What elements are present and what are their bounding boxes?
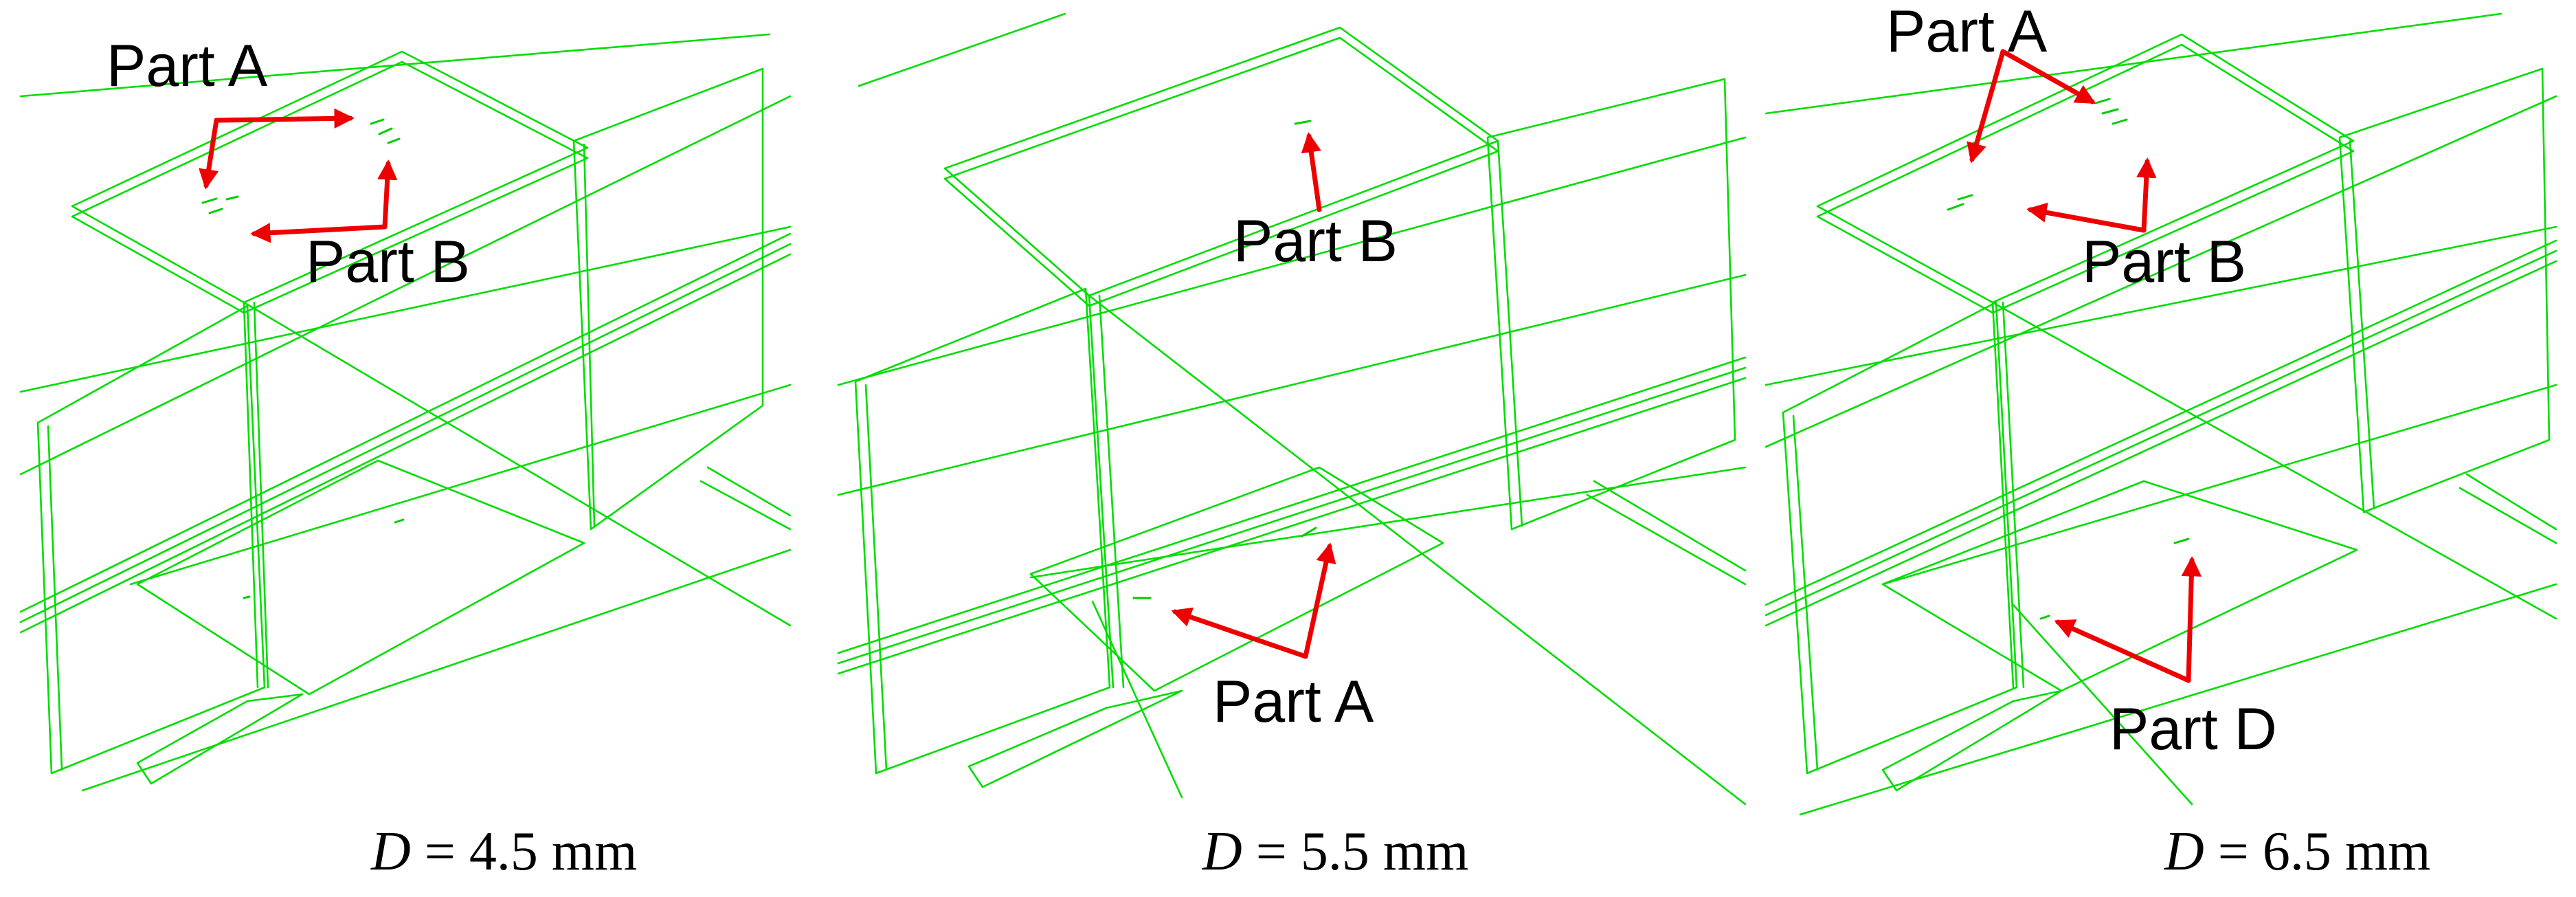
panel-1-caption-variable: D [370, 821, 411, 882]
panel-1-caption-value: = 4.5 mm [411, 821, 638, 882]
panel-2-label-part-b: Part B [1233, 208, 1398, 274]
panel-2-caption: D = 5.5 mm [1202, 821, 1468, 882]
panel-1: Part A Part B D = 4.5 mm [19, 33, 792, 882]
panel-3-label-part-a: Part A [1886, 0, 2048, 65]
panel-1-label-part-b: Part B [306, 229, 470, 295]
panel-3-caption-value: = 6.5 mm [2204, 821, 2431, 882]
panel-3-arrows [1967, 49, 2202, 683]
panel-2-caption-value: = 5.5 mm [1242, 821, 1469, 882]
panel-1-label-part-a: Part A [107, 33, 268, 99]
panel-1-cracks [201, 118, 405, 599]
panel-1-caption: D = 4.5 mm [370, 821, 637, 882]
panel-2-arrows [1171, 132, 1336, 659]
panel-2: Part B Part A D = 5.5 mm [837, 12, 1747, 882]
panel-3-cracks [1947, 98, 2190, 620]
panel-1-arrows [199, 108, 398, 243]
panel-3: Part A Part B Part D D = 6.5 mm [1765, 0, 2557, 882]
panel-2-label-part-a: Part A [1213, 669, 1374, 735]
panel-3-caption: D = 6.5 mm [2164, 821, 2430, 882]
panel-3-label-part-d: Part D [2109, 696, 2277, 762]
panel-1-wireframe [19, 33, 792, 792]
panel-2-caption-variable: D [1202, 821, 1242, 882]
panel-2-wireframe [837, 12, 1747, 806]
panel-3-label-part-b: Part B [2082, 229, 2246, 295]
panel-3-wireframe [1765, 12, 2557, 816]
panel-2-cracks [1132, 120, 1317, 599]
panel-3-caption-variable: D [2164, 821, 2204, 882]
